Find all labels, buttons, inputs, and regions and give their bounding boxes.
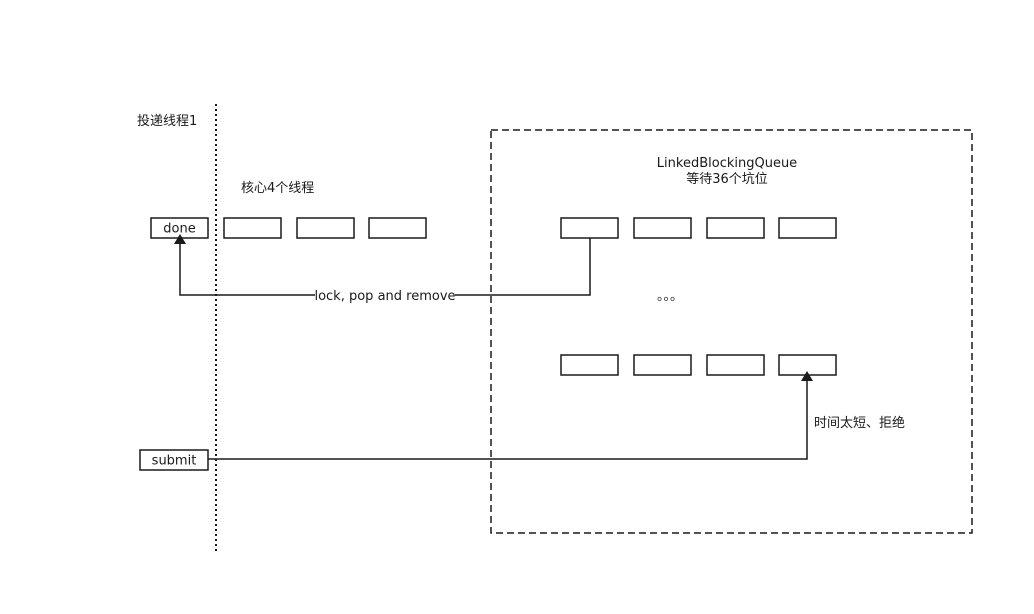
core-thread-slot-2: [223, 217, 282, 239]
queue-slot-bottom-4: [778, 354, 837, 376]
queue-slot-top-2: [633, 217, 692, 239]
queue-slot-top-3: [706, 217, 765, 239]
submit-arrow: [208, 371, 813, 460]
pop-arrow-label: lock, pop and remove: [314, 289, 455, 304]
queue-slot-top-1: [560, 217, 619, 239]
queue-title: LinkedBlockingQueue: [657, 156, 797, 171]
submit-box: [139, 449, 209, 471]
core-thread-slot-3: [296, 217, 355, 239]
pop-arrow-label-bg: [315, 286, 455, 304]
queue-slot-top-4: [778, 217, 837, 239]
core-thread-slot-4: [368, 217, 427, 239]
queue-ellipsis: 。。。: [657, 289, 683, 304]
queue-slot-bottom-1: [560, 354, 619, 376]
queue-subtitle: 等待36个坑位: [686, 171, 768, 187]
submit-label: submit: [152, 454, 197, 469]
queue-slot-bottom-2: [633, 354, 692, 376]
queue-container: [490, 129, 973, 534]
thread-label: 投递线程1: [137, 113, 197, 129]
reject-label: 时间太短、拒绝: [814, 415, 905, 431]
done-label: done: [163, 222, 195, 237]
core-threads-label: 核心4个线程: [241, 181, 314, 196]
queue-slot-bottom-3: [706, 354, 765, 376]
